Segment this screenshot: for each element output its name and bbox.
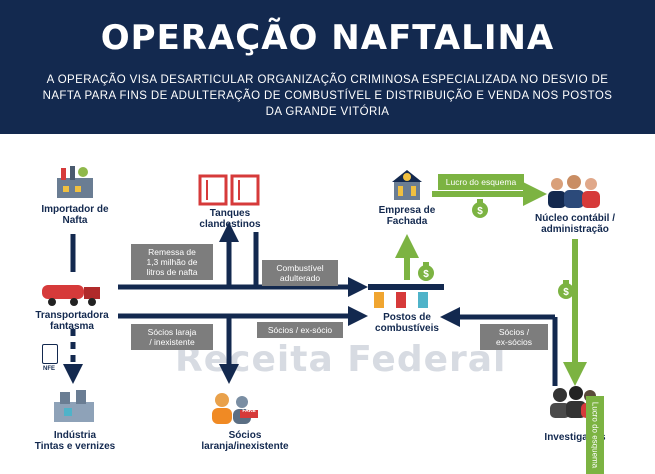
svg-text:$: $ — [423, 269, 429, 280]
people-fake-icon — [212, 393, 258, 424]
subtitle-line-3: DA GRANDE VITÓRIA — [265, 106, 390, 118]
industry-icon — [54, 390, 94, 422]
tag-lucro-top: Lucro do esquema — [438, 174, 524, 190]
header-banner: OPERAÇÃO NAFTALINA A OPERAÇÃO VISA DESAR… — [0, 0, 655, 134]
node-investigados: Investigados — [544, 432, 606, 443]
money-bag-icon: $ — [558, 280, 574, 299]
flow-diagram: Receita Federal — [0, 134, 655, 474]
node-nucleo: Núcleo contábil /administração — [534, 213, 615, 235]
tag-socios-ex-right: Sócios /ex-sócios — [480, 324, 548, 350]
tag-socios-ex: Sócios / ex-sócio — [257, 322, 343, 338]
gas-station-icon — [368, 284, 444, 308]
money-bag-icon: $ — [418, 262, 434, 281]
tanks-icon — [198, 174, 260, 206]
svg-text:$: $ — [563, 287, 569, 298]
subtitle-line-2: NAFTA PARA FINS DE ADULTERAÇÃO DE COMBUS… — [42, 90, 613, 102]
subtitle-line-1: A OPERAÇÃO VISA DESARTICULAR ORGANIZAÇÃO… — [46, 74, 609, 86]
truck-icon — [42, 285, 100, 306]
fake-badge: FAKE — [242, 408, 256, 414]
nfe-document-icon — [42, 344, 58, 364]
svg-text:$: $ — [477, 206, 483, 217]
team-icon — [548, 175, 600, 208]
money-bag-icon: $ — [472, 199, 488, 218]
tag-socios-laranja: Sócios laraja/ inexistente — [131, 324, 213, 350]
nfe-label: NFE — [43, 366, 55, 372]
diagram-arrows — [63, 182, 587, 386]
building-icon — [392, 170, 422, 200]
page-subtitle: A OPERAÇÃO VISA DESARTICULAR ORGANIZAÇÃO… — [40, 72, 615, 120]
factory-icon — [57, 166, 93, 198]
tag-lucro-vertical: Lucro do esquema — [586, 396, 604, 474]
page-title: OPERAÇÃO NAFTALINA — [100, 18, 555, 58]
